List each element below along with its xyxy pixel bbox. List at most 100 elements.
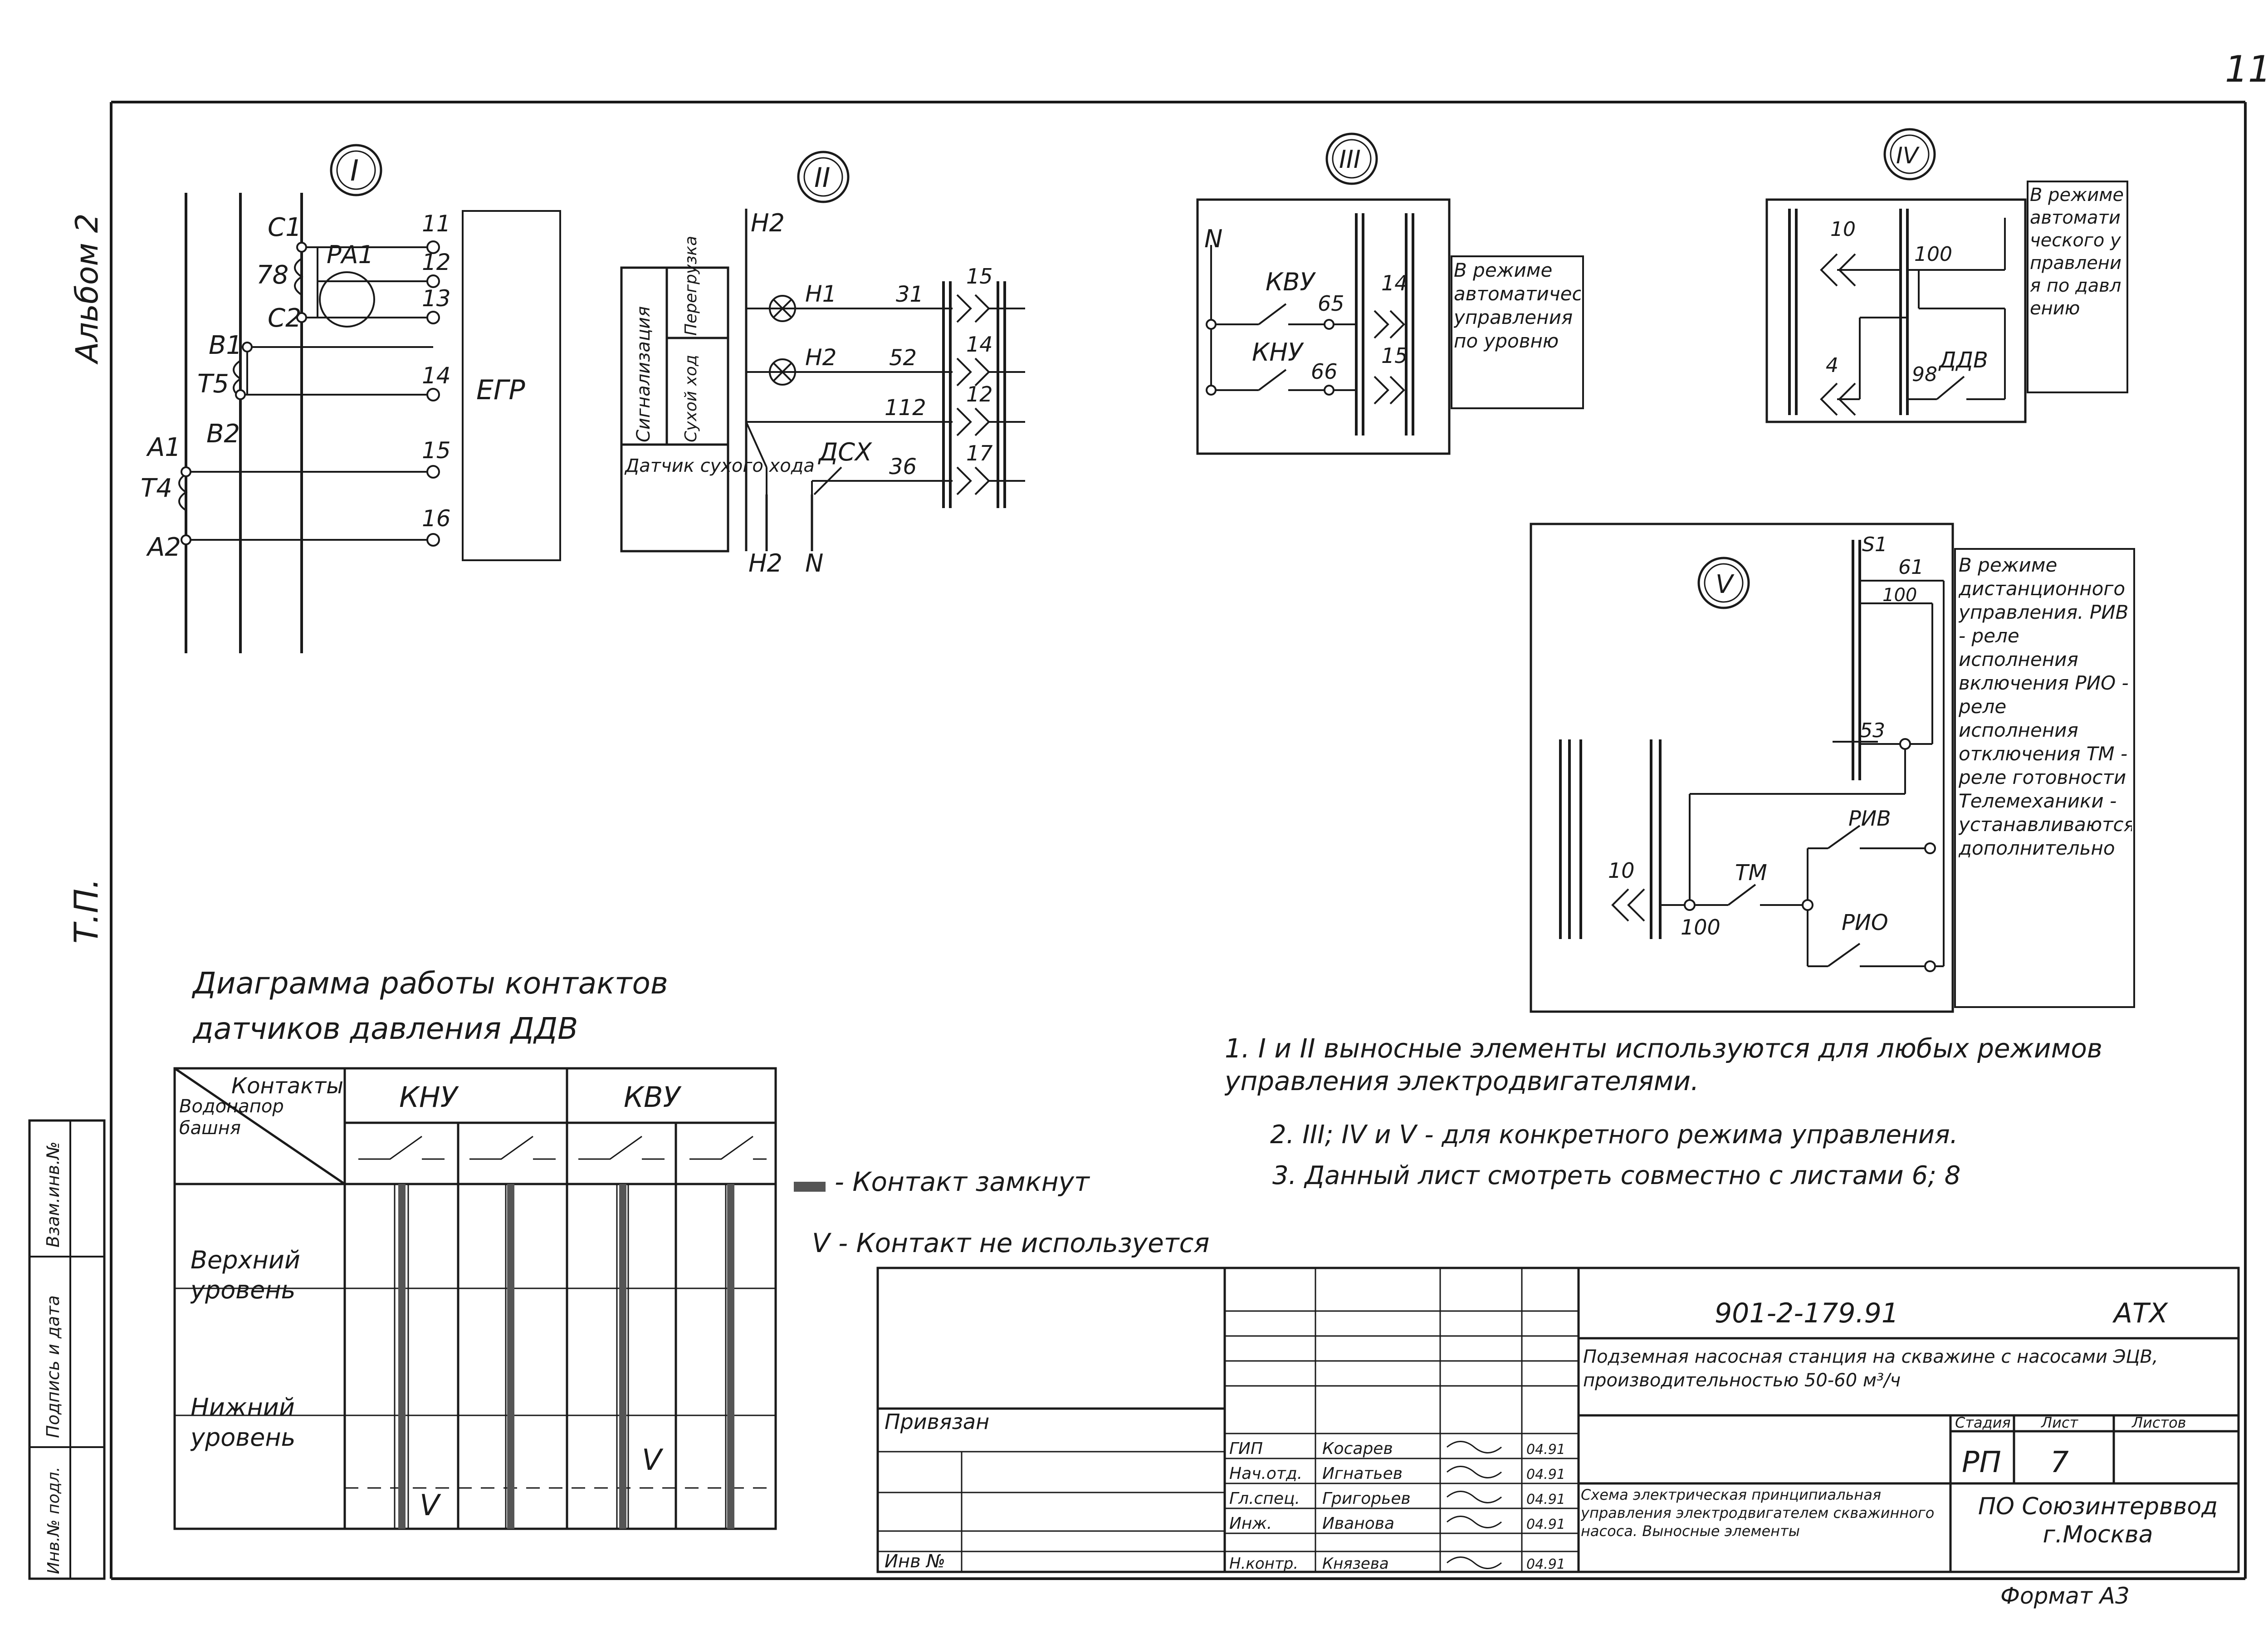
callout-ii-numeral: II <box>814 162 830 194</box>
callout-ii-wire-52: 52 <box>889 345 917 371</box>
stamp-inv-original: Инв.№ подл. <box>44 1467 63 1574</box>
contact-diagram: Диаграмма работы контактов датчиков давл… <box>173 966 1209 1530</box>
contact-diagram-corner-bottom: Водонапорная башня <box>179 1096 284 1139</box>
callout-ii-contact-14: 14 <box>966 332 993 357</box>
title-sheets-header: Листов <box>2131 1414 2186 1431</box>
callout-i-wire-b2: В2 <box>206 419 240 449</box>
title-role-5: Н.контр. <box>1229 1555 1298 1573</box>
title-date-5: 04.91 <box>1526 1556 1565 1572</box>
callout-ii-cell-overload: Перегрузка <box>682 236 700 336</box>
callout-i-wire-a1: А1 <box>146 433 181 462</box>
contact-diagram-title-1: Диаграмма работы контактов <box>191 966 668 1001</box>
callout-v-label-100b: 100 <box>1681 915 1721 939</box>
callout-ii-lamp-h2: Н2 <box>805 344 836 371</box>
callout-ii-sensor: ДСХ <box>818 438 872 466</box>
title-date-3: 04.91 <box>1526 1492 1565 1507</box>
callout-iii-wire-65: 65 <box>1318 291 1344 316</box>
callout-iv-note: В режиме автоматического управления по д… <box>2030 185 2124 319</box>
title-sheet-header: Лист <box>2041 1414 2078 1431</box>
contact-diagram-legend-closed: - Контакт замкнут <box>835 1166 1090 1197</box>
callout-iv-numeral: IV <box>1896 142 1920 169</box>
callout-v-label-100: 100 <box>1882 585 1917 606</box>
note-2: 2. III; IV и V - для конкретного режима … <box>1270 1120 1958 1150</box>
title-sheet-code: АТХ <box>2112 1297 2169 1329</box>
album-label: Альбом 2 <box>69 213 105 365</box>
callout-i-wire-c1: С1 <box>268 213 302 242</box>
callout-ii-contact-15: 15 <box>966 264 993 289</box>
title-date-4: 04.91 <box>1526 1517 1565 1532</box>
contact-diagram-title-2: датчиков давления ДДВ <box>192 1011 578 1046</box>
contact-diagram-mark-knu: V <box>420 1489 441 1522</box>
callout-ii-contact-17: 17 <box>966 441 993 465</box>
callout-i-wire-c2: С2 <box>268 303 302 333</box>
callout-v-note: В режиме дистанционного управления. РИВ … <box>1959 554 2132 859</box>
contact-diagram-legend-unused: V - Контакт не используется <box>812 1228 1209 1258</box>
callout-iii: III N КВУ КНУ 65 66 14 15 <box>1196 132 1584 455</box>
title-stage-header: Стадия <box>1955 1414 2011 1431</box>
callout-v-label-riv: РИВ <box>1848 806 1891 831</box>
callout-i-terminal-14: 14 <box>422 362 451 389</box>
callout-i-terminal-11: 11 <box>422 210 451 237</box>
stamp-replace-inv: Взам.инв.№ <box>43 1141 63 1248</box>
contact-diagram-group-knu: КНУ <box>399 1081 459 1114</box>
callout-v-label-61: 61 <box>1898 556 1924 579</box>
callout-v-label-s1: S1 <box>1862 533 1887 556</box>
callout-iii-numeral: III <box>1339 145 1361 174</box>
callout-i-wire-a2: А2 <box>146 533 181 562</box>
note-1: 1. I и II выносные элементы используются… <box>1225 1033 2102 1096</box>
callout-i-unit: ЕГР <box>476 374 525 406</box>
callout-iii-switch-kvu: КВУ <box>1266 268 1316 296</box>
callout-v: V <box>1530 523 2135 1013</box>
callout-ii-bottom-h2: Н2 <box>748 549 782 577</box>
title-name-4: Иванова <box>1322 1514 1394 1533</box>
title-role-3: Гл.спец. <box>1229 1489 1300 1508</box>
title-role-4: Инж. <box>1229 1514 1272 1533</box>
title-project-name: Подземная насосная станция на скважине с… <box>1583 1346 2158 1391</box>
callout-i-device: РА1 <box>327 240 374 269</box>
title-organization: ПО Союзинтерввод г.Москва <box>1978 1493 2218 1548</box>
callout-i-wire-t5: Т5 <box>197 369 229 399</box>
callout-ii-bottom-n: N <box>805 549 823 577</box>
title-bound: Привязан <box>885 1409 989 1434</box>
page-number: 11 <box>2225 48 2268 90</box>
title-date-1: 04.91 <box>1526 1442 1565 1458</box>
callout-ii-cell-signal: Сигнализация <box>633 306 654 442</box>
title-stage: РП <box>1962 1446 2001 1479</box>
format-label: Формат А3 <box>2000 1583 2130 1609</box>
callout-v-label-10: 10 <box>1608 858 1635 883</box>
callout-iii-switch-knu: КНУ <box>1252 338 1304 367</box>
callout-iii-phase: N <box>1204 225 1222 253</box>
callout-v-label-53: 53 <box>1860 719 1885 742</box>
callout-ii-cell-dryrun: Сухой ход <box>682 355 700 442</box>
callout-v-label-rio: РИО <box>1842 910 1888 935</box>
callout-ii-top-label: Н2 <box>751 209 785 237</box>
notes: 1. I и II выносные элементы используются… <box>1225 1033 2102 1190</box>
title-sheet: 7 <box>2050 1446 2069 1479</box>
title-name-5: Князева <box>1322 1555 1389 1573</box>
callout-iv-label-100: 100 <box>1914 243 1952 266</box>
title-block: 901-2-179.91 АТХ Подземная насосная стан… <box>876 1267 2240 1573</box>
tp-label: Т.П. <box>67 878 105 944</box>
callout-iv: IV 10 100 4 98 ДДВ <box>1765 128 2128 423</box>
contact-diagram-mark-kvu: V <box>642 1443 664 1477</box>
callout-iv-label-10: 10 <box>1830 218 1856 241</box>
callout-i-terminal-13: 13 <box>422 285 451 312</box>
title-role-2: Нач.отд. <box>1229 1464 1302 1483</box>
callout-ii-contact-12: 12 <box>966 382 993 406</box>
stamp-signature-date: Подпись и дата <box>43 1295 63 1438</box>
title-name-3: Григорьев <box>1322 1489 1411 1508</box>
callout-i-terminal-16: 16 <box>422 505 451 532</box>
callout-ii-wire-31: 31 <box>896 282 924 307</box>
callout-iv-label-ddv: ДДВ <box>1938 347 1988 373</box>
callout-i-wire-78: 78 <box>256 260 288 290</box>
callout-i-terminal-15: 15 <box>422 437 451 464</box>
callout-ii-wire-112: 112 <box>885 395 926 421</box>
callout-i-wire-b1: В1 <box>209 331 242 360</box>
contact-diagram-group-kvu: КВУ <box>624 1081 682 1114</box>
callout-ii: II Н2 <box>620 151 1025 577</box>
note-3: 3. Данный лист смотреть совместно с лист… <box>1272 1161 1960 1190</box>
callout-i-numeral: I <box>350 154 359 188</box>
callout-ii-lamp-h1: Н1 <box>805 281 836 307</box>
callout-iii-contact-14: 14 <box>1381 271 1408 295</box>
